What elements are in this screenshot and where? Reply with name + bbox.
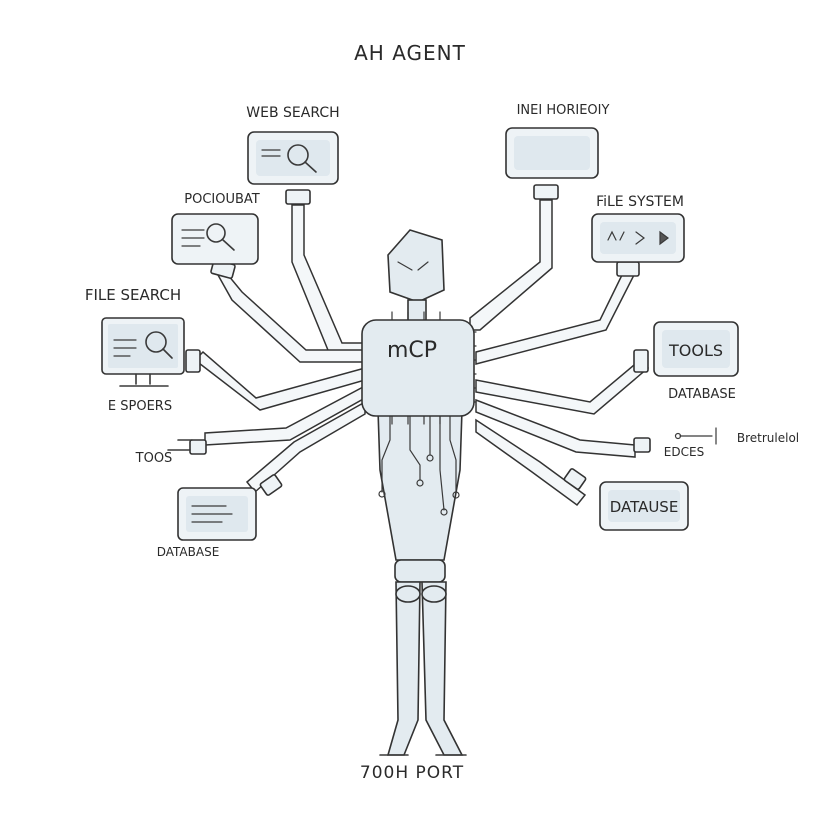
file-search-node: FILE SEARCH E SPOERS bbox=[85, 286, 185, 414]
database-right-caption: DATABASE bbox=[668, 387, 736, 402]
diagram-title: AH AGENT bbox=[354, 41, 466, 65]
tools-right-node: TOOLS DATABASE bbox=[653, 321, 739, 402]
magnifier-icon bbox=[181, 223, 235, 251]
web-search-label: WEB SEARCH bbox=[246, 105, 339, 121]
robot-right-leg bbox=[421, 581, 464, 756]
edges-node: Bretrulelol EDCES bbox=[664, 427, 799, 459]
magnifier-icon bbox=[261, 144, 317, 173]
datause-node: DATAUSE bbox=[599, 481, 689, 531]
top-right-node: INEI HORIEOIY bbox=[505, 103, 610, 179]
web-search-node: WEB SEARCH bbox=[246, 105, 340, 185]
file-system-label: FiLE SYSTEM bbox=[596, 194, 684, 210]
tools-left-node: TOOS bbox=[135, 439, 193, 466]
top-right-label: INEI HORIEOIY bbox=[517, 103, 610, 118]
footer-label: 700H PORT bbox=[360, 763, 464, 783]
magnifier-icon bbox=[113, 331, 173, 359]
tools-left-label: TOOS bbox=[135, 451, 173, 466]
tools-right-label: TOOLS bbox=[668, 341, 723, 360]
robot-left-leg bbox=[386, 581, 421, 756]
edges-label: EDCES bbox=[664, 445, 704, 459]
file-system-node: FiLE SYSTEM bbox=[591, 194, 685, 263]
left-upper-label: POCIOUBAT bbox=[184, 192, 260, 207]
mcp-core-chip: mCP bbox=[361, 311, 477, 425]
left-upper-node: POCIOUBAT bbox=[171, 192, 260, 265]
robot-figure bbox=[377, 229, 467, 756]
robot-head bbox=[387, 229, 445, 303]
database-left-node: DATABASE bbox=[157, 487, 257, 559]
file-search-label: FILE SEARCH bbox=[85, 286, 181, 304]
file-search-sub-label: E SPOERS bbox=[108, 399, 172, 414]
cable-plugs bbox=[185, 184, 651, 496]
database-left-label: DATABASE bbox=[157, 545, 220, 559]
edges-note: Bretrulelol bbox=[737, 431, 799, 445]
arrows-icon bbox=[607, 230, 669, 246]
datause-label: DATAUSE bbox=[610, 498, 679, 516]
core-label: mCP bbox=[387, 338, 437, 363]
